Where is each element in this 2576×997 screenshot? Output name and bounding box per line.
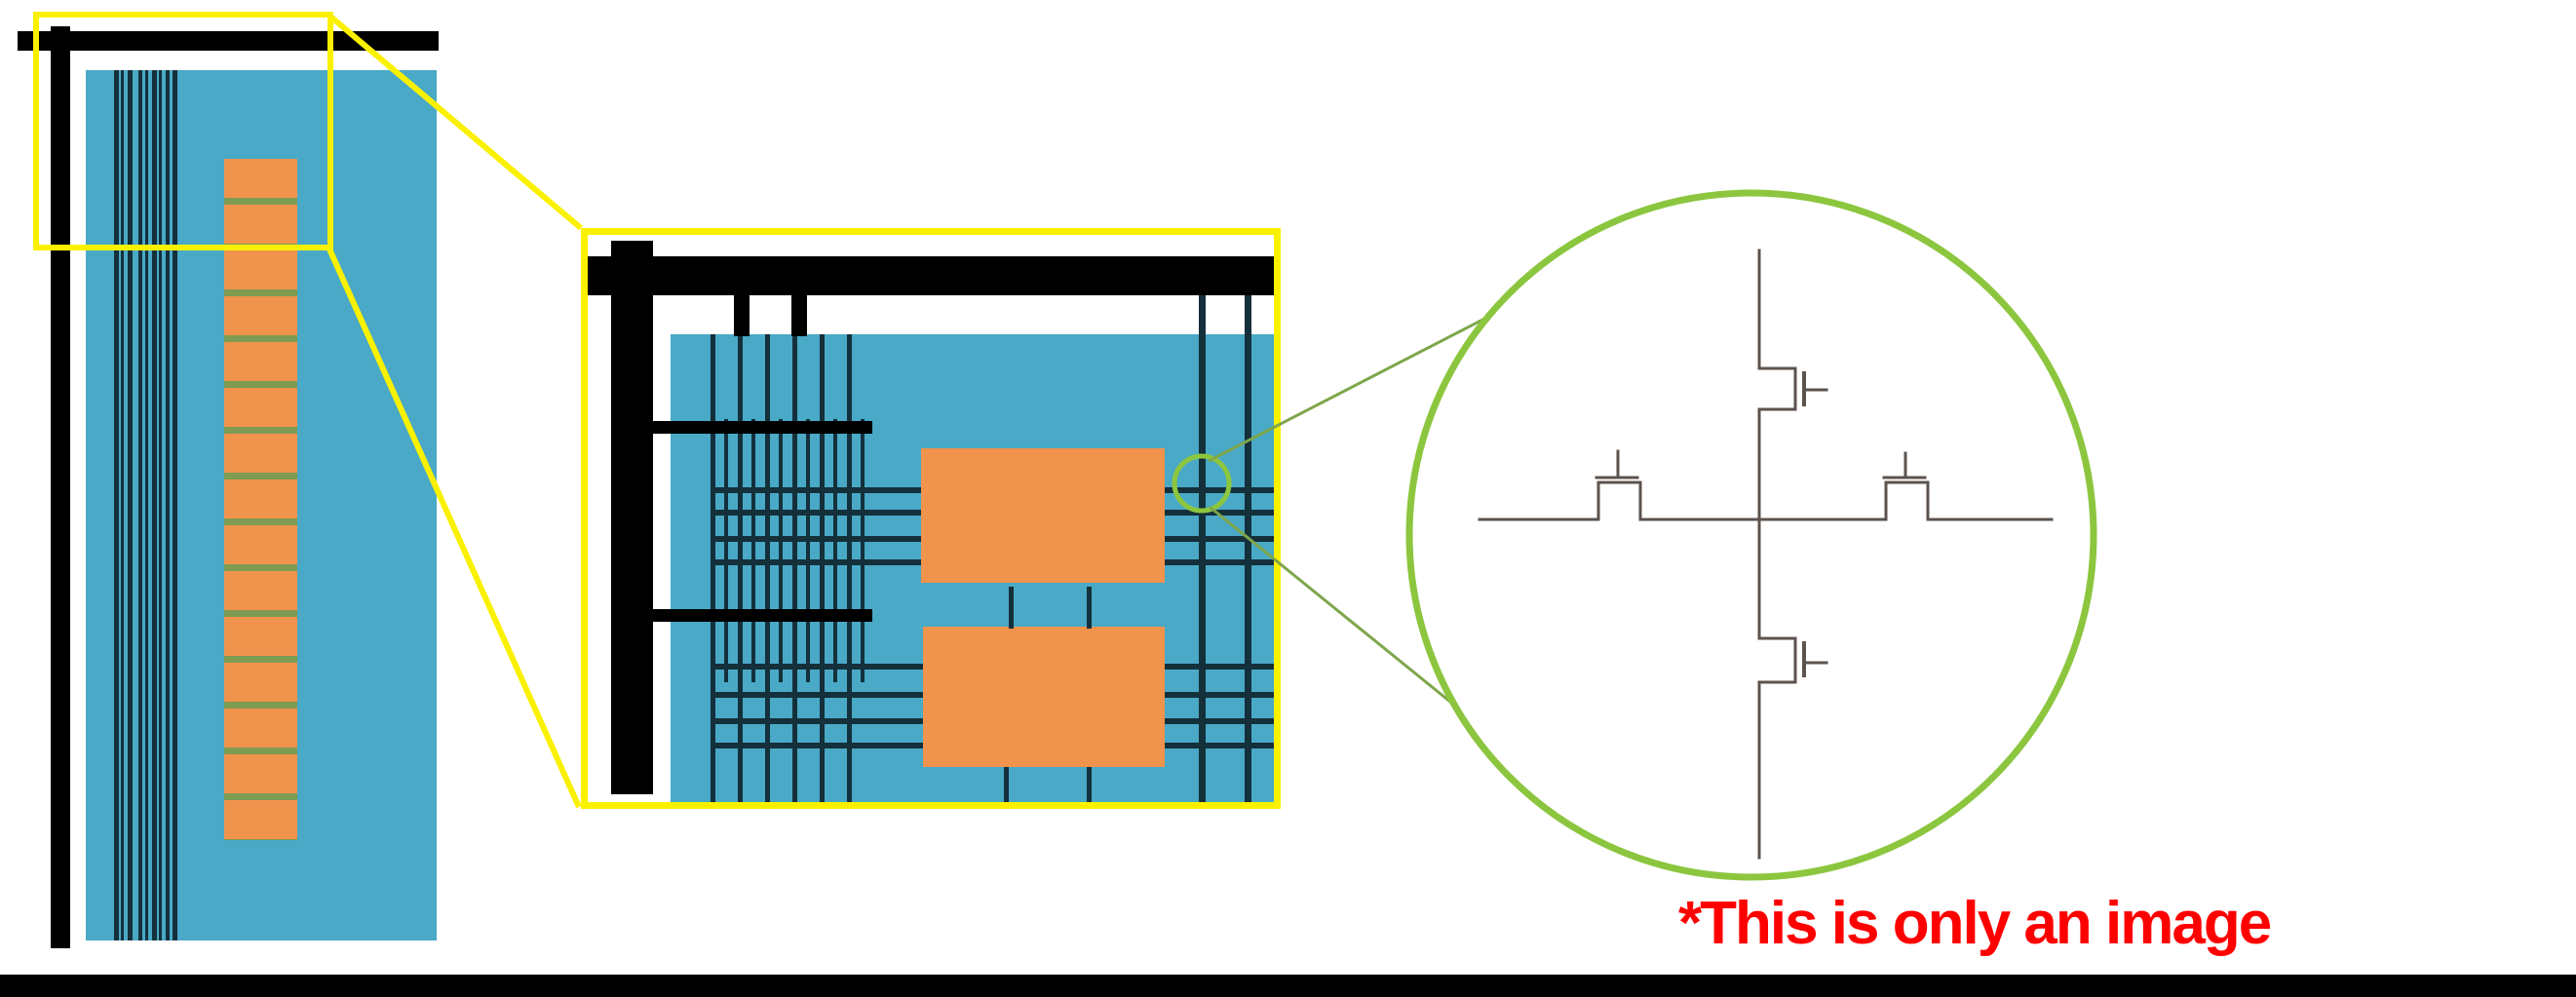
bus-line [765, 334, 770, 802]
via-stub [791, 295, 807, 336]
macro-block [224, 754, 297, 793]
macro-block [224, 709, 297, 748]
macro-block [224, 388, 297, 427]
image-disclaimer-note: *This is only an image [1678, 890, 2272, 957]
bus-line [145, 70, 148, 940]
bus-line [820, 334, 825, 802]
macro-block-stack [224, 159, 297, 840]
bus-line [861, 419, 865, 682]
bus-line [114, 70, 119, 940]
strap-rail-upper [653, 421, 872, 434]
via-stub [734, 295, 750, 336]
bus-line [724, 419, 728, 682]
macro-block [224, 296, 297, 335]
bottom-black-bar [0, 975, 2576, 997]
macro-block [224, 250, 297, 289]
macro-block-lower [923, 627, 1165, 767]
contact-tick [1009, 587, 1014, 629]
strap-rail-lower [653, 609, 872, 622]
macro-block [224, 663, 297, 702]
bus-line [711, 334, 715, 802]
contact-tick [1087, 767, 1092, 802]
macro-block [224, 525, 297, 564]
macro-block [224, 479, 297, 518]
bus-line [738, 334, 743, 802]
macro-block [224, 571, 297, 610]
macro-block [224, 434, 297, 473]
bus-line [806, 419, 810, 682]
top-power-rail-zoomed [585, 256, 1278, 295]
bus-line [173, 70, 177, 940]
bus-line [847, 334, 852, 802]
contact-tick [1087, 587, 1092, 629]
bus-line [792, 334, 797, 802]
bus-line [138, 70, 142, 940]
contact-tick [1004, 767, 1009, 802]
macro-block [224, 205, 297, 244]
bus-line [166, 70, 170, 940]
bit-line [1199, 295, 1206, 802]
bus-line [128, 70, 133, 940]
bus-line [833, 419, 837, 682]
macro-block [224, 159, 297, 198]
bus-line [751, 419, 755, 682]
bus-line [152, 70, 157, 940]
macro-block-upper [921, 448, 1165, 583]
macro-block [224, 342, 297, 381]
bus-line [121, 70, 124, 940]
zoom-target-frame [581, 228, 1281, 809]
bus-line [779, 419, 783, 682]
bus-line [159, 70, 162, 940]
macro-block [224, 800, 297, 839]
left-power-rail-zoomed [611, 241, 653, 794]
left-power-rail [51, 26, 70, 948]
macro-block [224, 617, 297, 656]
